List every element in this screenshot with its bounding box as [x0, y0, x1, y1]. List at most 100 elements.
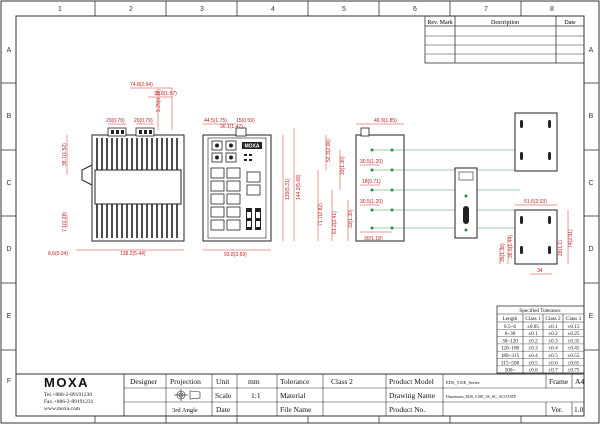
dim-label: 33(1.30): [348, 209, 354, 228]
dim-label: 15(0.59): [236, 118, 255, 124]
grid-labels: 1 2 3 4 5 6 7 8 A B C D E F A B C D E: [6, 6, 593, 385]
tol-cell: ±0.5: [528, 360, 538, 366]
tol-header: Class 3: [566, 316, 582, 322]
din-dimension-lines: [499, 204, 569, 275]
drawing-name-value: Dimension_EDS_510E_3S_SC_ACOTATP: [446, 394, 517, 399]
tolerance-value: Class 2: [331, 377, 353, 386]
dim-label: 34: [537, 268, 543, 274]
drawing-name-label: Drawing Name: [389, 391, 436, 400]
tol-cell: ±0.1: [528, 331, 538, 337]
dim-label: 39.8(1.57): [154, 91, 177, 97]
rev-header: Description: [491, 20, 519, 26]
tol-cell: ±0.4: [528, 353, 538, 359]
dim-label: 30.5(1.20): [360, 159, 383, 165]
dim-label: 36.5(1.44): [508, 235, 514, 258]
tolerance-table: Specified Tolerance Length Class 1 Class…: [496, 305, 585, 374]
tol-cell: ±0.55: [568, 353, 580, 359]
front-dimension-lines: [66, 87, 184, 251]
contact-info: Tel.+886-2-89191230 Fax.+886-2-89191231 …: [44, 392, 94, 412]
tol-cell: 315~500: [501, 360, 520, 366]
projection-lines: [372, 149, 520, 229]
tolerance-label: Tolerance: [280, 377, 310, 386]
side-view: MOXA: [202, 127, 272, 242]
dim-label: 74.8(2.94): [130, 82, 153, 88]
tol-cell: ±0.25: [568, 331, 580, 337]
revision-table: Rev. Mark Description Date: [424, 15, 585, 64]
tol-cell: ±0.6: [548, 360, 558, 366]
tol-cell: ±0.35: [568, 338, 580, 344]
contact-fax: Fax.+886-2-89191231: [44, 399, 94, 405]
din-rail-bracket: [454, 167, 478, 239]
tol-cell: 120~180: [501, 346, 520, 352]
col-label: 4: [271, 6, 275, 13]
tol-cell: 6~30: [505, 331, 516, 337]
dim-label: 35(1.38): [500, 243, 506, 262]
ver-value: 1.0: [574, 405, 584, 414]
scale-value: 1:1: [251, 391, 261, 400]
dim-label: 30.5(1.20): [360, 199, 383, 205]
tol-cell: ±0.15: [568, 324, 580, 330]
dim-label: 9.25(0.36): [156, 89, 162, 112]
tol-cell: 30~120: [502, 338, 518, 344]
dim-label: 138.2(5.44): [120, 251, 146, 257]
title-block-labels: Designer Projection 3rd Angle Unit mm Sc…: [130, 377, 584, 414]
tol-cell: ±0.2: [548, 331, 558, 337]
rear-dimension-labels: 46.9(1.85) 52.3(2.06) 33(1.30) 71.7(2.82…: [318, 118, 397, 242]
col-label: 2: [129, 6, 133, 13]
front-dimension-labels: 74.8(2.94) 39.8(1.57) 20(0.79) 20(0.79) …: [48, 82, 177, 257]
dim-label: 61.2(2.41): [332, 211, 338, 234]
dim-label: 8.6(0.34): [48, 251, 68, 257]
dim-label: 44.5(1.75): [204, 118, 227, 124]
dim-label: 144.2(5.68): [296, 174, 302, 200]
row-label: C: [588, 180, 593, 187]
dim-label: 20(0.79): [134, 118, 153, 124]
col-label: 7: [484, 6, 488, 13]
tol-cell: ±0.45: [568, 346, 580, 352]
row-label: D: [6, 246, 11, 253]
front-view: [81, 127, 185, 242]
material-label: Material: [280, 391, 305, 400]
tol-cell: 0.5~6: [504, 324, 516, 330]
dim-label: 71.7(2.82): [318, 203, 324, 226]
dim-label: 20(0.79): [106, 118, 125, 124]
dim-label: 46.9(1.85): [374, 118, 397, 124]
dim-label: 135(5.31): [285, 178, 291, 200]
tol-cell: ±0.75: [568, 368, 580, 374]
tol-header: Class 1: [525, 316, 541, 322]
side-dimension-lines: [203, 123, 295, 251]
tol-header: Class 2: [545, 316, 561, 322]
row-label: B: [589, 113, 594, 120]
date-label: Date: [216, 405, 231, 414]
side-dimension-labels: 44.5(1.75) 36.1(1.42) 15(0.59) 135(5.31)…: [204, 118, 302, 258]
product-model-value: EDS_510E_Series: [446, 380, 480, 385]
rear-dimension-lines: [317, 123, 404, 241]
dim-label: 30(1.18): [364, 236, 383, 242]
dim-label: 28(1.1): [558, 240, 564, 256]
row-label: F: [7, 378, 11, 385]
dim-label: 7.1(0.28): [62, 212, 68, 232]
designer-label: Designer: [130, 377, 158, 386]
tol-cell: ±0.7: [548, 368, 558, 374]
product-no-label: Product No.: [389, 405, 425, 414]
row-label: C: [6, 180, 11, 187]
device-logo: MOXA: [245, 144, 260, 150]
dim-label: 52.3(2.06): [326, 139, 332, 162]
dim-label: 38.7(1.52): [62, 143, 68, 166]
tol-cell: 180~315: [501, 353, 520, 359]
contact-web: www.moxa.com: [44, 406, 81, 412]
row-label: E: [589, 313, 594, 320]
frame-value: A4: [575, 377, 584, 386]
tol-cell: ±0.05: [527, 324, 539, 330]
tol-cell: ±0.2: [528, 338, 538, 344]
col-label: 5: [342, 6, 346, 13]
row-label: D: [588, 246, 593, 253]
col-label: 6: [413, 6, 417, 13]
row-label: A: [7, 47, 12, 54]
projection-label: Projection: [170, 377, 201, 386]
dim-label: 33(1.30): [340, 156, 346, 175]
moxa-logo: MOXA: [44, 375, 89, 390]
rev-header: Rev. Mark: [427, 20, 452, 26]
